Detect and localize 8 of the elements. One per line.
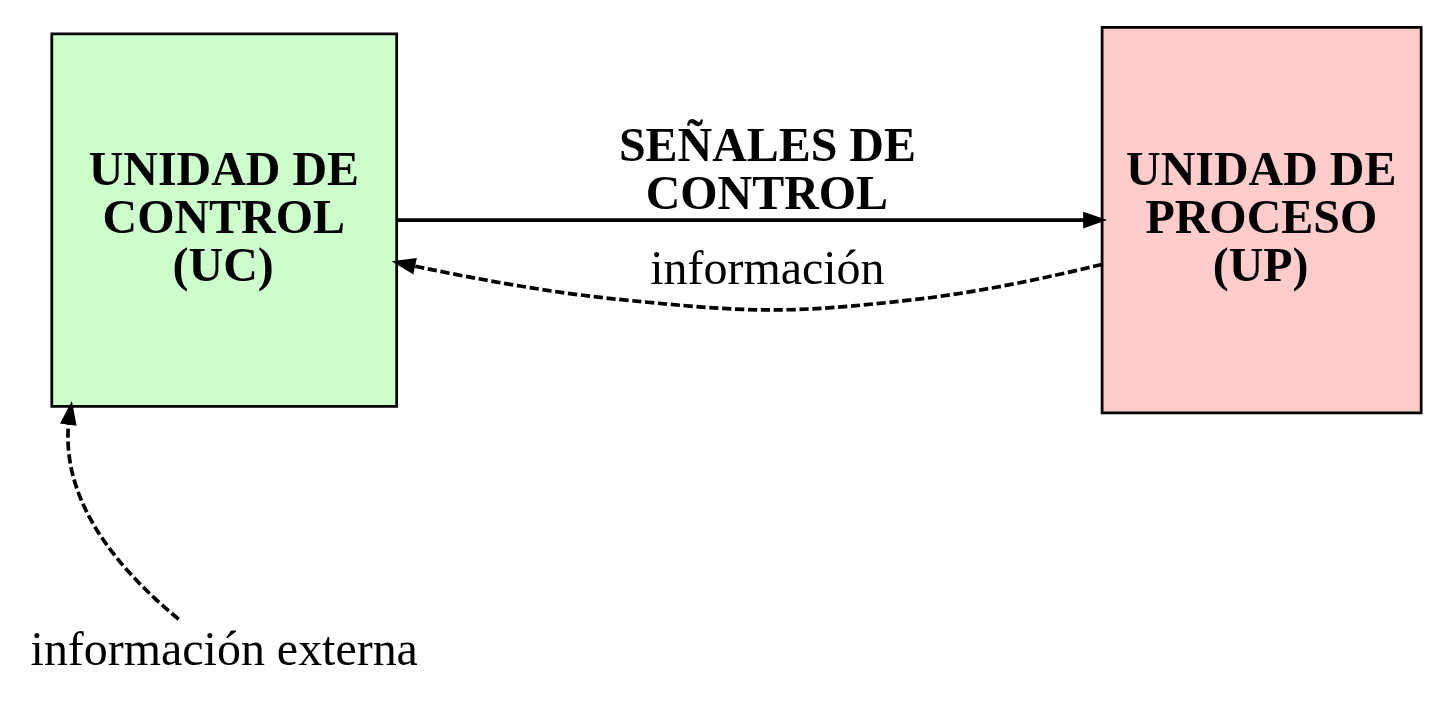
edge-label: información — [650, 240, 885, 294]
arrow — [391, 257, 1103, 312]
arrow — [396, 211, 1108, 228]
node-box: UNIDAD DE PROCESO (UP) — [1100, 25, 1423, 414]
arrow — [60, 400, 180, 621]
node-text: información externa — [30, 621, 418, 675]
edge-label: SEÑALES DE CONTROL — [618, 117, 916, 219]
node-box: UNIDAD DE CONTROL (UC) — [50, 31, 399, 408]
